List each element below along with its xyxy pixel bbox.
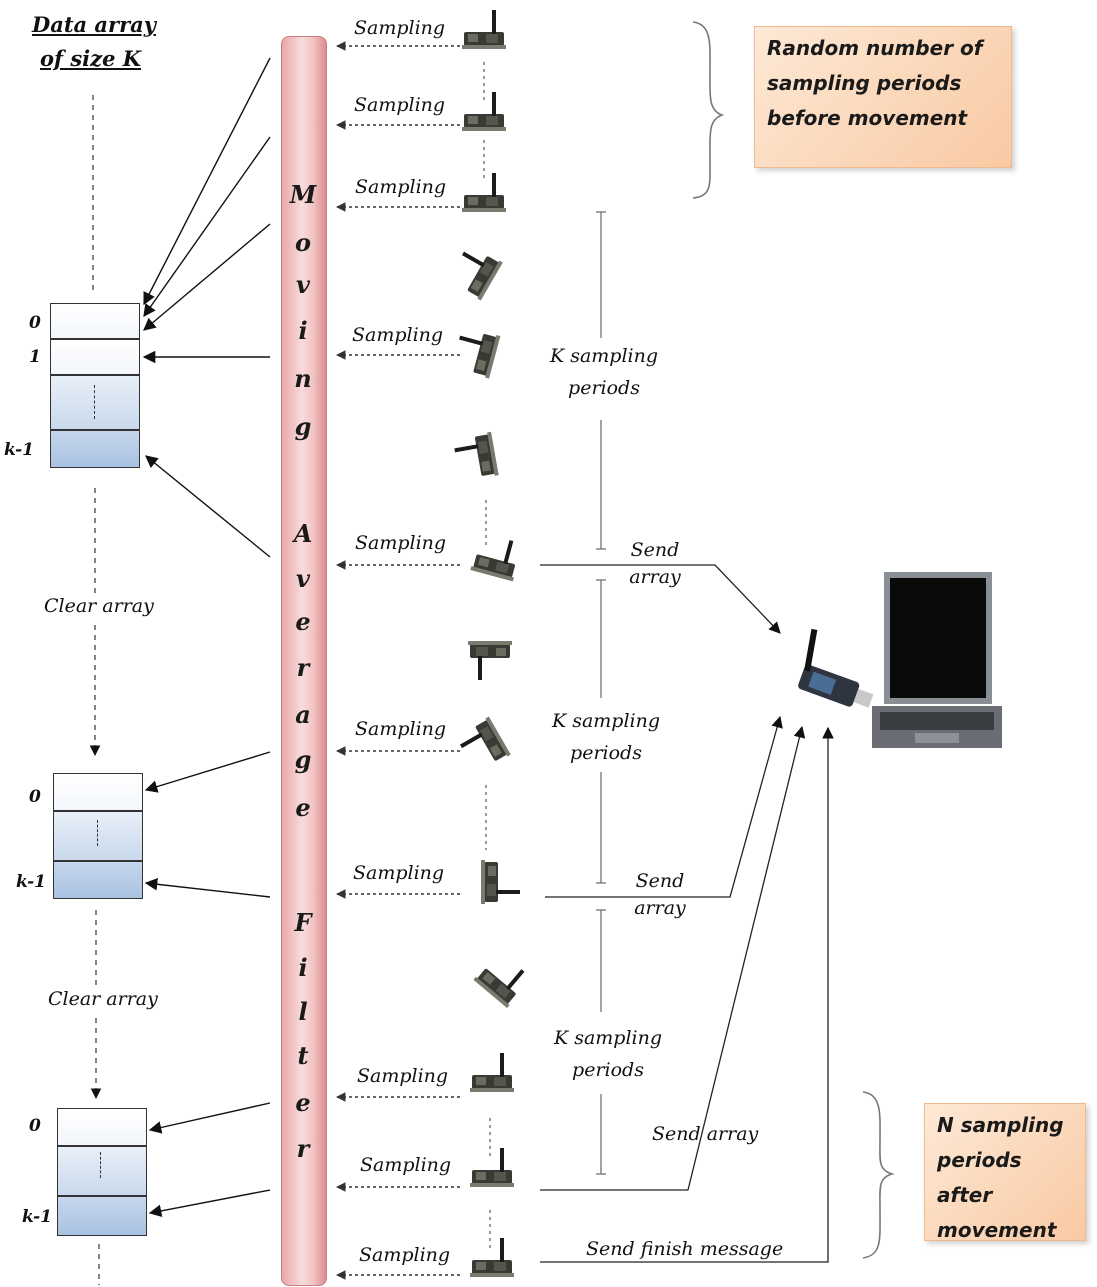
k-periods-line2: periods [568,377,640,399]
clear-array-label-1: Clear array [44,595,154,617]
note-line: Random number of [767,36,983,60]
array1-index-0: 0 [29,313,41,333]
array2-cell-middle [53,811,143,861]
note-line: N sampling [937,1113,1064,1137]
filter-letter: v [296,564,310,593]
array3-cell-0 [57,1108,147,1146]
array1-cell-1 [50,339,140,375]
array-flow-lines [89,95,102,1285]
k-periods-line1: K sampling [553,1027,663,1049]
array2-ellipsis [97,820,98,846]
send-line1: Send [630,539,680,561]
clear-array-label-2: Clear array [48,988,158,1010]
sampling-label: Sampling [353,862,445,884]
k-periods-line2: periods [570,742,642,764]
send-finish-label: Send finish message [586,1238,784,1260]
array3-index-0: 0 [29,1116,41,1136]
filter-letter: g [294,745,312,774]
note-line: movement [937,1218,1057,1242]
sampling-label: Sampling [354,17,446,39]
filter-letter: i [298,953,308,982]
filter-letter: A [293,519,313,548]
note-before-movement: Random number of sampling periods before… [754,26,1012,168]
moving-average-filter-bar [281,36,327,1286]
sampling-label: Sampling [354,94,446,116]
filter-letter: F [294,908,312,937]
laptop [872,572,1002,748]
filter-letter: i [298,316,308,345]
array-title-line1: Data array [32,12,156,37]
filter-letter: M [289,180,317,209]
filter-letter: e [295,1088,311,1117]
send-line1: Send [635,870,685,892]
array1-cell-last [50,430,140,468]
curly-braces [692,21,895,1259]
filter-letter: n [294,364,312,393]
send-line2: array [634,897,686,919]
sampling-label: Sampling [357,1065,449,1087]
sampling-label: Sampling [355,718,447,740]
filter-letter: t [297,1041,309,1070]
array1-index-last: k-1 [4,440,34,460]
sampling-label: Sampling [355,532,447,554]
filter-letter: o [294,228,311,257]
filter-letter: v [296,270,310,299]
filter-letter: r [296,653,310,682]
send-array-label-2: Send array [625,868,695,922]
sampling-label: Sampling [360,1154,452,1176]
array2-cell-last [53,861,143,899]
note-line: before movement [767,106,968,130]
filter-letter: e [295,793,311,822]
array3-ellipsis [100,1152,101,1178]
send-array-label-1: Send array [620,537,690,591]
k-periods-label-2: K sampling periods [546,705,666,769]
array2-index-last: k-1 [16,872,46,892]
array3-index-last: k-1 [22,1207,52,1227]
note-after-movement: N sampling periods after movement [924,1103,1086,1242]
filter-letter: e [295,607,311,636]
k-period-brackets [596,211,606,1175]
k-periods-label-3: K sampling periods [548,1022,668,1086]
sampling-arrows [336,41,460,1280]
k-periods-line2: periods [572,1059,644,1081]
array-title-line2: of size K [40,46,142,71]
send-lines [540,564,834,1263]
array1-cell-0 [50,303,140,339]
sensor-nodes [447,10,533,1277]
array1-ellipsis [94,385,95,419]
k-periods-line1: K sampling [549,345,659,367]
filter-letter: r [296,1134,310,1163]
array1-cell-middle [50,375,140,430]
filter-letter: l [298,997,308,1026]
sampling-label: Sampling [355,176,447,198]
array1-index-1: 1 [29,347,41,367]
filter-letter: a [295,700,311,729]
array2-index-0: 0 [29,787,41,807]
note-line: sampling periods [767,71,962,95]
sampling-label: Sampling [359,1244,451,1266]
send-line2: array [629,566,681,588]
note-line: periods after [937,1148,1022,1207]
filter-letter: g [294,412,312,441]
send-array-label-3: Send array [652,1123,759,1145]
sensor-timeline [483,62,491,1248]
array2-cell-0 [53,773,143,811]
k-periods-label-1: K sampling periods [544,340,664,404]
sampling-label: Sampling [352,324,444,346]
filter-to-array-arrows [142,57,271,1218]
array3-cell-middle [57,1146,147,1196]
array3-cell-last [57,1196,147,1236]
usb-receiver [798,628,874,708]
k-periods-line1: K sampling [551,710,661,732]
